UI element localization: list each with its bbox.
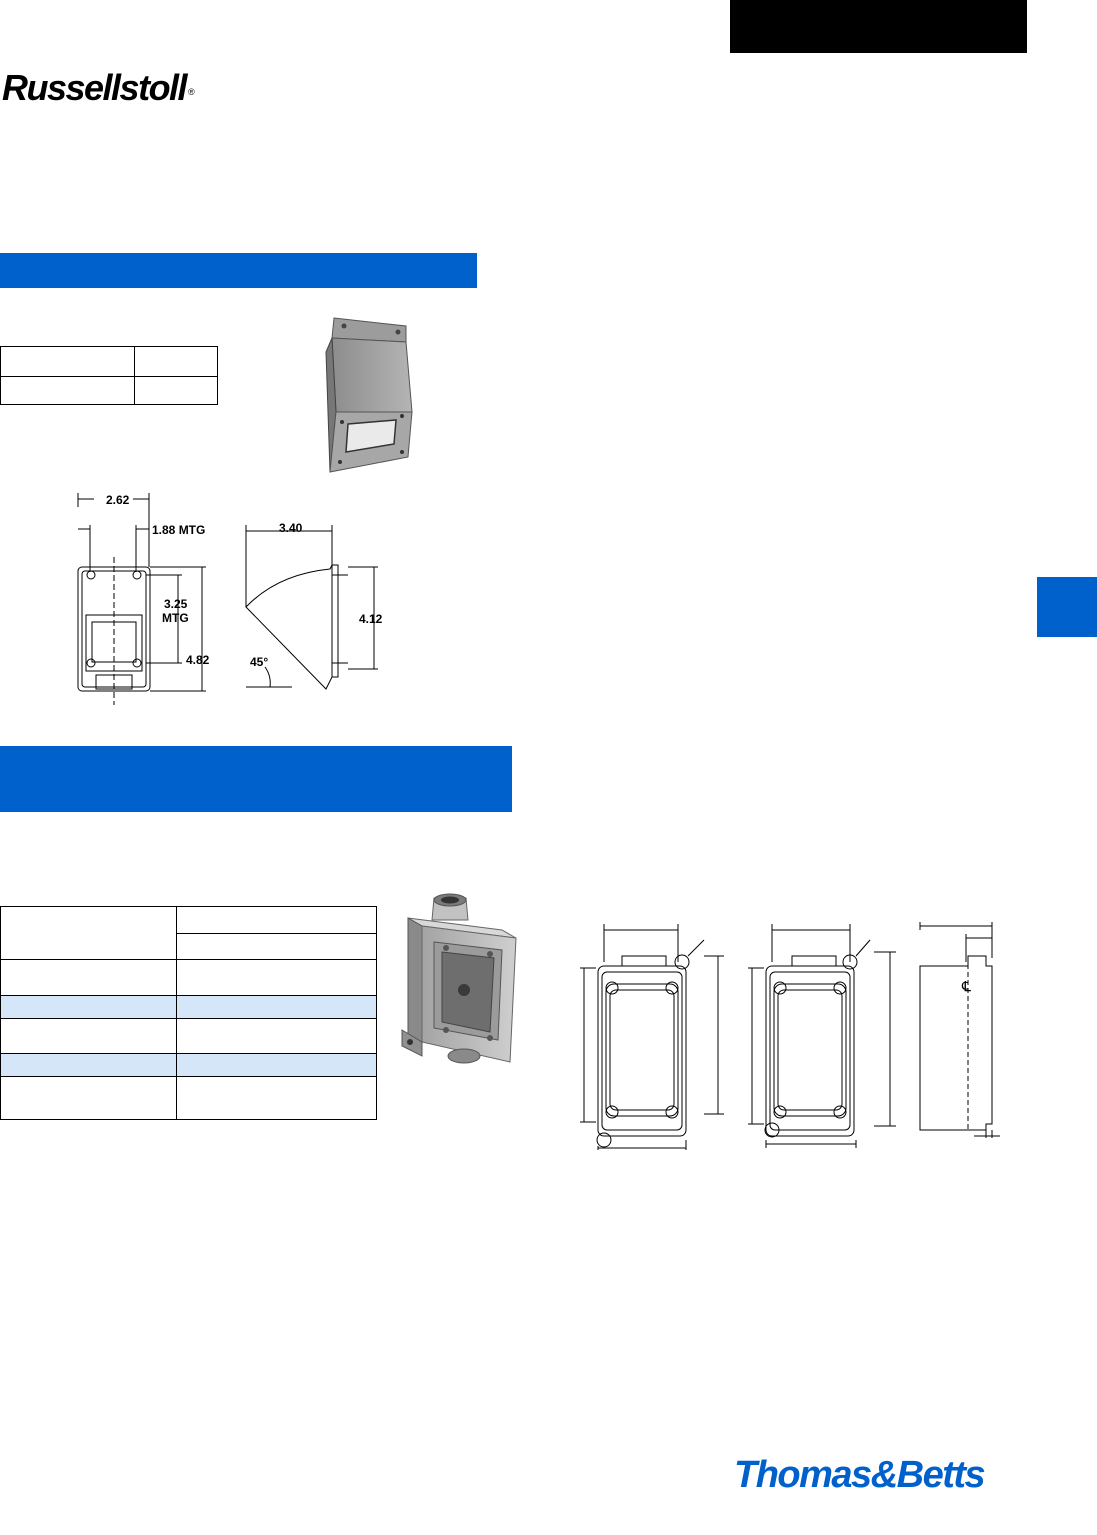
- table-cell: [0, 346, 135, 377]
- section1-header-bar: [0, 253, 477, 288]
- table-row: [0, 1076, 377, 1120]
- table-row: [0, 906, 377, 960]
- table-cell: [0, 906, 177, 960]
- dim-side-height: 4.12: [359, 612, 383, 626]
- device-box-photo: [398, 890, 522, 1070]
- table-row: [0, 1053, 377, 1077]
- section2-table: [0, 906, 377, 1120]
- table-row: [0, 346, 218, 377]
- table-cell: [0, 995, 177, 1019]
- table-row: [1, 933, 377, 960]
- centerline-symbol: ℄: [962, 978, 971, 994]
- table-cell: [176, 995, 377, 1019]
- header-bar: [730, 0, 1027, 53]
- angled-cover-drawing: 2.62 1.88 MTG 3.25 MTG 4.82 3.40 4.12 45…: [70, 487, 400, 707]
- dim-mtg-height: 3.25: [164, 597, 188, 611]
- table-cell: [134, 346, 218, 377]
- table-cell: [176, 959, 377, 996]
- table-row: [0, 376, 218, 405]
- table-cell: [0, 959, 177, 996]
- table-cell: [176, 1018, 377, 1054]
- dim-angle: 45°: [250, 655, 269, 669]
- table-row: [0, 959, 377, 996]
- table-cell: [176, 933, 377, 960]
- table-cell: [0, 1053, 177, 1077]
- table-cell: [176, 1076, 377, 1120]
- section2-header-bar: [0, 746, 512, 812]
- side-tab: [1037, 577, 1097, 637]
- brand-logo: Russellstoll®: [2, 66, 195, 110]
- dim-mtg-height-unit: MTG: [162, 611, 189, 625]
- registered-mark: ®: [188, 87, 195, 97]
- table-cell: [176, 1053, 377, 1077]
- table-cell: [0, 1018, 177, 1054]
- table-cell: [0, 376, 135, 405]
- brand-name: Russellstoll: [2, 67, 188, 108]
- angled-cover-photo: [322, 312, 414, 482]
- device-box-drawings: ℄: [574, 918, 1014, 1158]
- dim-mtg-width: 1.88 MTG: [152, 523, 206, 537]
- dim-depth: 3.40: [279, 521, 303, 535]
- table-cell: [176, 906, 377, 934]
- dim-height: 4.82: [186, 653, 210, 667]
- thomas-betts-logo: Thomas&Betts: [734, 1454, 986, 1496]
- dim-width: 2.62: [106, 493, 130, 507]
- section1-table: [0, 346, 218, 405]
- table-row: [0, 995, 377, 1019]
- table-cell: [134, 376, 218, 405]
- table-cell: [0, 1076, 177, 1120]
- table-row: [0, 1018, 377, 1054]
